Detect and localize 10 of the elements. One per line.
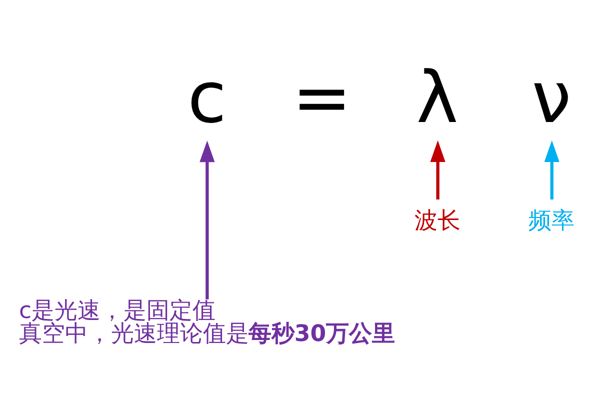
node-text: λ bbox=[416, 56, 458, 139]
label: = bbox=[292, 56, 352, 139]
arrow bbox=[430, 140, 446, 199]
node-text: c是光速，是固定值 真空中，光速理论值是每秒30万公里 bbox=[18, 298, 396, 346]
arrow bbox=[200, 140, 215, 299]
node-text: 波长 bbox=[414, 208, 460, 234]
node-text: ν bbox=[532, 56, 572, 139]
node-text: c bbox=[188, 56, 227, 139]
node-text: 频率 bbox=[528, 208, 574, 234]
arrow bbox=[544, 140, 560, 199]
